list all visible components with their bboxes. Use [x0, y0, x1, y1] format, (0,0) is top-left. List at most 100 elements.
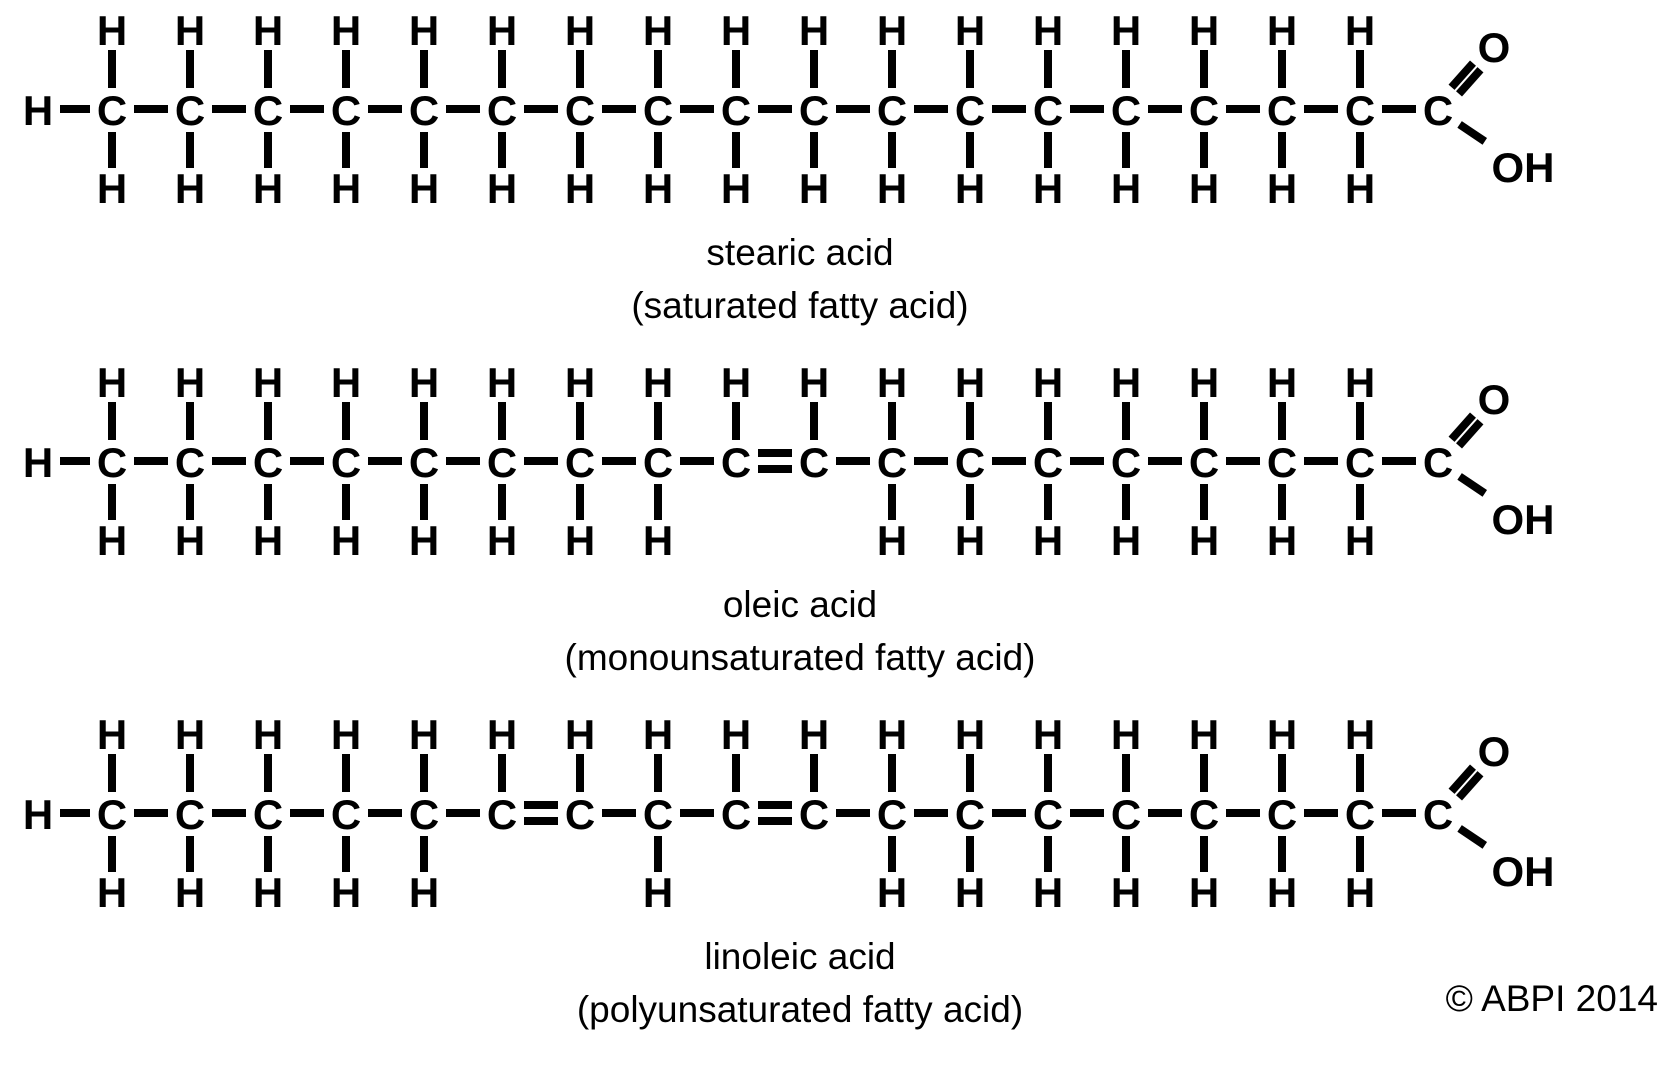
carbon-atom: C [643, 439, 673, 486]
hydrogen-atom: H [253, 517, 283, 564]
hydrogen-atom: H [97, 359, 127, 406]
hydrogen-atom: H [1033, 165, 1063, 212]
hydrogen-atom: H [487, 711, 517, 758]
hydrogen-atom: H [1189, 711, 1219, 758]
hydrogen-atom: H [877, 359, 907, 406]
hydrogen-atom: H [23, 87, 53, 134]
hydrogen-atom: H [331, 869, 361, 916]
hydrogen-atom: H [1111, 7, 1141, 54]
carbon-atom: C [331, 791, 361, 838]
carbon-atom: C [1189, 87, 1219, 134]
hydrogen-atom: H [409, 165, 439, 212]
carbon-atom: C [565, 439, 595, 486]
hydrogen-atom: H [643, 359, 673, 406]
carbon-atom: C [253, 87, 283, 134]
carbon-atom: C [331, 439, 361, 486]
hydrogen-atom: H [331, 359, 361, 406]
hydrogen-atom: H [1267, 359, 1297, 406]
hydrogen-atom: H [1033, 359, 1063, 406]
hydrogen-atom: H [565, 7, 595, 54]
hydrogen-atom: H [409, 7, 439, 54]
double-bond [1448, 60, 1476, 90]
double-bond [1456, 771, 1484, 801]
carbon-atom: C [955, 87, 985, 134]
hydrogen-atom: H [487, 359, 517, 406]
hydrogen-atom: H [955, 7, 985, 54]
hydrogen-atom: H [253, 869, 283, 916]
hydrogen-atom: H [1189, 359, 1219, 406]
carbon-atom: C [955, 791, 985, 838]
carbon-atom: C [721, 87, 751, 134]
carbon-atom: C [1189, 439, 1219, 486]
carbon-atom: C [877, 791, 907, 838]
hydrogen-atom: H [1033, 711, 1063, 758]
hydrogen-atom: H [1111, 869, 1141, 916]
oxygen-atom: O [1478, 24, 1511, 71]
hydrogen-atom: H [97, 7, 127, 54]
hydrogen-atom: H [1111, 517, 1141, 564]
carbon-atom: C [799, 439, 829, 486]
double-bond [1456, 419, 1484, 449]
hydrogen-atom: H [23, 439, 53, 486]
oxygen-atom: O [1478, 376, 1511, 423]
hydrogen-atom: H [721, 165, 751, 212]
hydrogen-atom: H [1345, 359, 1375, 406]
hydrogen-atom: H [643, 7, 673, 54]
hydrogen-atom: H [175, 7, 205, 54]
hydrogen-atom: H [1111, 711, 1141, 758]
double-bond [1448, 764, 1476, 794]
carbon-atom: C [487, 439, 517, 486]
hydrogen-atom: H [175, 517, 205, 564]
hydrogen-atom: H [331, 7, 361, 54]
carbon-atom: C [1423, 791, 1453, 838]
molecule-name: stearic acid [706, 232, 894, 273]
single-bond [1457, 825, 1488, 849]
carbon-atom: C [1033, 87, 1063, 134]
carbon-atom: C [1033, 791, 1063, 838]
molecule-type-label: (polyunsaturated fatty acid) [576, 989, 1024, 1030]
carbon-atom: C [1267, 791, 1297, 838]
hydrogen-atom: H [1345, 711, 1375, 758]
hydrogen-atom: H [643, 869, 673, 916]
single-bond [1457, 121, 1488, 145]
hydrogen-atom: H [1033, 7, 1063, 54]
hydrogen-atom: H [565, 359, 595, 406]
molecule-caption: linoleic acid (polyunsaturated fatty aci… [0, 930, 1600, 1036]
hydrogen-atom: H [1189, 165, 1219, 212]
hydrogen-atom: H [643, 165, 673, 212]
double-bond [1456, 67, 1484, 97]
hydrogen-atom: H [799, 7, 829, 54]
hydrogen-atom: H [1345, 7, 1375, 54]
hydrogen-atom: H [175, 359, 205, 406]
carbon-atom: C [1111, 791, 1141, 838]
carbon-atom: C [1423, 87, 1453, 134]
hydrogen-atom: H [175, 711, 205, 758]
carbon-atom: C [877, 87, 907, 134]
hydrogen-atom: H [409, 517, 439, 564]
hydroxyl-group: OH [1492, 496, 1555, 543]
hydrogen-atom: H [877, 517, 907, 564]
carbon-atom: C [487, 87, 517, 134]
hydrogen-atom: H [23, 791, 53, 838]
single-bond [1457, 473, 1488, 497]
carbon-atom: C [1267, 87, 1297, 134]
hydrogen-atom: H [1267, 869, 1297, 916]
hydrogen-atom: H [877, 869, 907, 916]
hydrogen-atom: H [487, 517, 517, 564]
carbon-atom: C [409, 87, 439, 134]
hydrogen-atom: H [331, 165, 361, 212]
molecule-name: oleic acid [722, 584, 878, 625]
hydrogen-atom: H [253, 711, 283, 758]
carbon-atom: C [253, 791, 283, 838]
carbon-atom: C [565, 791, 595, 838]
carbon-atom: C [409, 791, 439, 838]
molecule-type-label: (monounsaturated fatty acid) [564, 637, 1036, 678]
hydrogen-atom: H [799, 359, 829, 406]
hydrogen-atom: H [97, 165, 127, 212]
hydrogen-atom: H [1189, 7, 1219, 54]
